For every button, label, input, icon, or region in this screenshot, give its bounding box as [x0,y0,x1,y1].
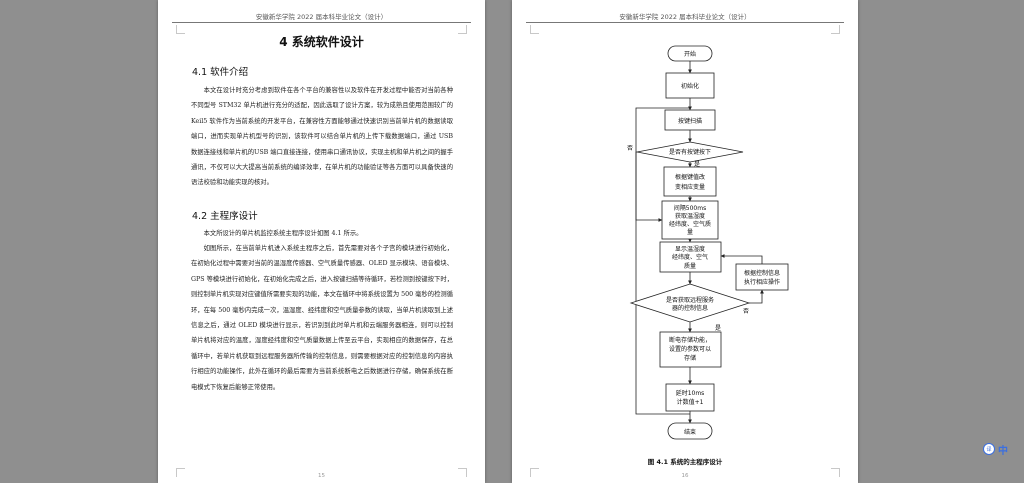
yes-label: 是 [715,325,721,332]
yes-label: 是 [694,161,700,168]
paragraph-software-intro: 本文在设计时充分考虑到软件在各个平台的兼容性以及软件在开发过程中能否对当前各种不… [191,87,453,187]
flowchart-read-sensors-process: 间隔500ms 获取温湿度 经纬度、空气质 量 [661,200,719,240]
svg-text:断电存储功能，: 断电存储功能， [669,336,711,344]
flowchart-key-scan-process: 按键扫描 [664,109,716,131]
svg-text:根据键值改: 根据键值改 [675,173,705,181]
crop-mark [458,468,467,477]
svg-text:经纬度、空气质: 经纬度、空气质 [669,220,711,228]
flowchart-init-process: 初始化 [665,72,715,99]
no-label: 否 [627,145,633,152]
crop-mark [176,468,185,477]
flowchart-remote-check-decision: 是否获取远程服务 器的控制信息 [629,283,751,323]
svg-text:存储: 存储 [684,354,696,362]
chapter-title: 4 系统软件设计 [279,35,364,49]
svg-text:按键扫描: 按键扫描 [678,117,702,125]
svg-text:是否获取远程服务: 是否获取远程服务 [666,296,714,304]
flowchart-execute-control-process: 根据控制信息 执行相应操作 [735,263,789,291]
paragraph-main-program-intro: 本文所设计的单片机监控系统主程序设计如图 4.1 所示。 [203,230,363,237]
svg-text:是否有按键按下: 是否有按键按下 [669,148,711,156]
flowchart-power-save-process: 断电存储功能， 设置的参数可以 存储 [659,331,722,368]
svg-text:执行相应操作: 执行相应操作 [744,278,780,286]
flowchart-delay-process: 延时10ms 计数值+1 [665,383,715,412]
page-number: 16 [681,473,689,479]
svg-text:结束: 结束 [684,428,696,436]
crop-mark [530,25,539,34]
flowchart-start-terminal: 开始 [667,45,713,62]
page-number: 15 [318,473,325,479]
svg-text:质量: 质量 [684,262,696,270]
paragraph-main-program-detail: 如图所示，在当前单片机进入系统主程序之后，首先需要对各个子宫的模块进行初始化，在… [191,245,453,391]
main-program-flowchart: 开始 初始化 按键扫描 是否有按键按下 是 否 根据键值改 变相应变量 间隔50… [627,45,789,440]
no-label: 否 [743,308,749,315]
flowchart-display-process: 显示温湿度 经纬度、空气 质量 [659,241,722,273]
document-page-right: 安徽新华学院 2022 届本科毕业论文（设计） [512,0,858,483]
section-heading-4-1: 4.1 软件介绍 [192,67,249,78]
translate-language-label[interactable]: 中 [998,445,1008,457]
crop-mark [831,25,840,34]
section-heading-4-2: 4.2 主程序设计 [192,211,258,222]
svg-text:器的控制信息: 器的控制信息 [672,304,708,312]
svg-text:初始化: 初始化 [681,82,699,90]
flowchart-modify-variable-process: 根据键值改 变相应变量 [663,166,717,197]
header-rule [526,22,844,23]
svg-text:延时10ms: 延时10ms [676,389,705,397]
translate-icon[interactable]: 译 [983,443,995,455]
svg-text:根据控制信息: 根据控制信息 [744,269,780,277]
document-page-left: 安徽新华学院 2022 届本科毕业论文（设计） 4 系统软件设计 4.1 软件介… [158,0,485,483]
svg-text:计数值+1: 计数值+1 [677,398,704,406]
crop-mark [458,25,467,34]
svg-text:显示温湿度: 显示温湿度 [675,245,705,253]
flowchart-end-terminal: 结束 [667,422,713,440]
translate-widget[interactable]: 译 中 [983,441,1024,457]
header-rule [172,22,471,23]
svg-text:开始: 开始 [684,50,696,58]
page-header: 安徽新华学院 2022 届本科毕业论文（设计） [619,13,751,21]
svg-text:量: 量 [687,229,693,236]
svg-text:间隔500ms: 间隔500ms [674,204,706,212]
page-header: 安徽新华学院 2022 届本科毕业论文（设计） [255,13,388,21]
svg-text:变相应变量: 变相应变量 [675,183,705,191]
flowchart-key-check-decision: 是否有按键按下 [636,141,744,163]
flowchart-connectors [635,61,764,424]
svg-text:获取温湿度: 获取温湿度 [675,212,705,220]
crop-mark [831,468,840,477]
crop-mark [176,25,185,34]
figure-caption: 图 4.1 系统的主程序设计 [647,458,723,466]
svg-text:设置的参数可以: 设置的参数可以 [669,345,711,353]
svg-text:经纬度、空气: 经纬度、空气 [672,253,708,261]
crop-mark [530,468,539,477]
